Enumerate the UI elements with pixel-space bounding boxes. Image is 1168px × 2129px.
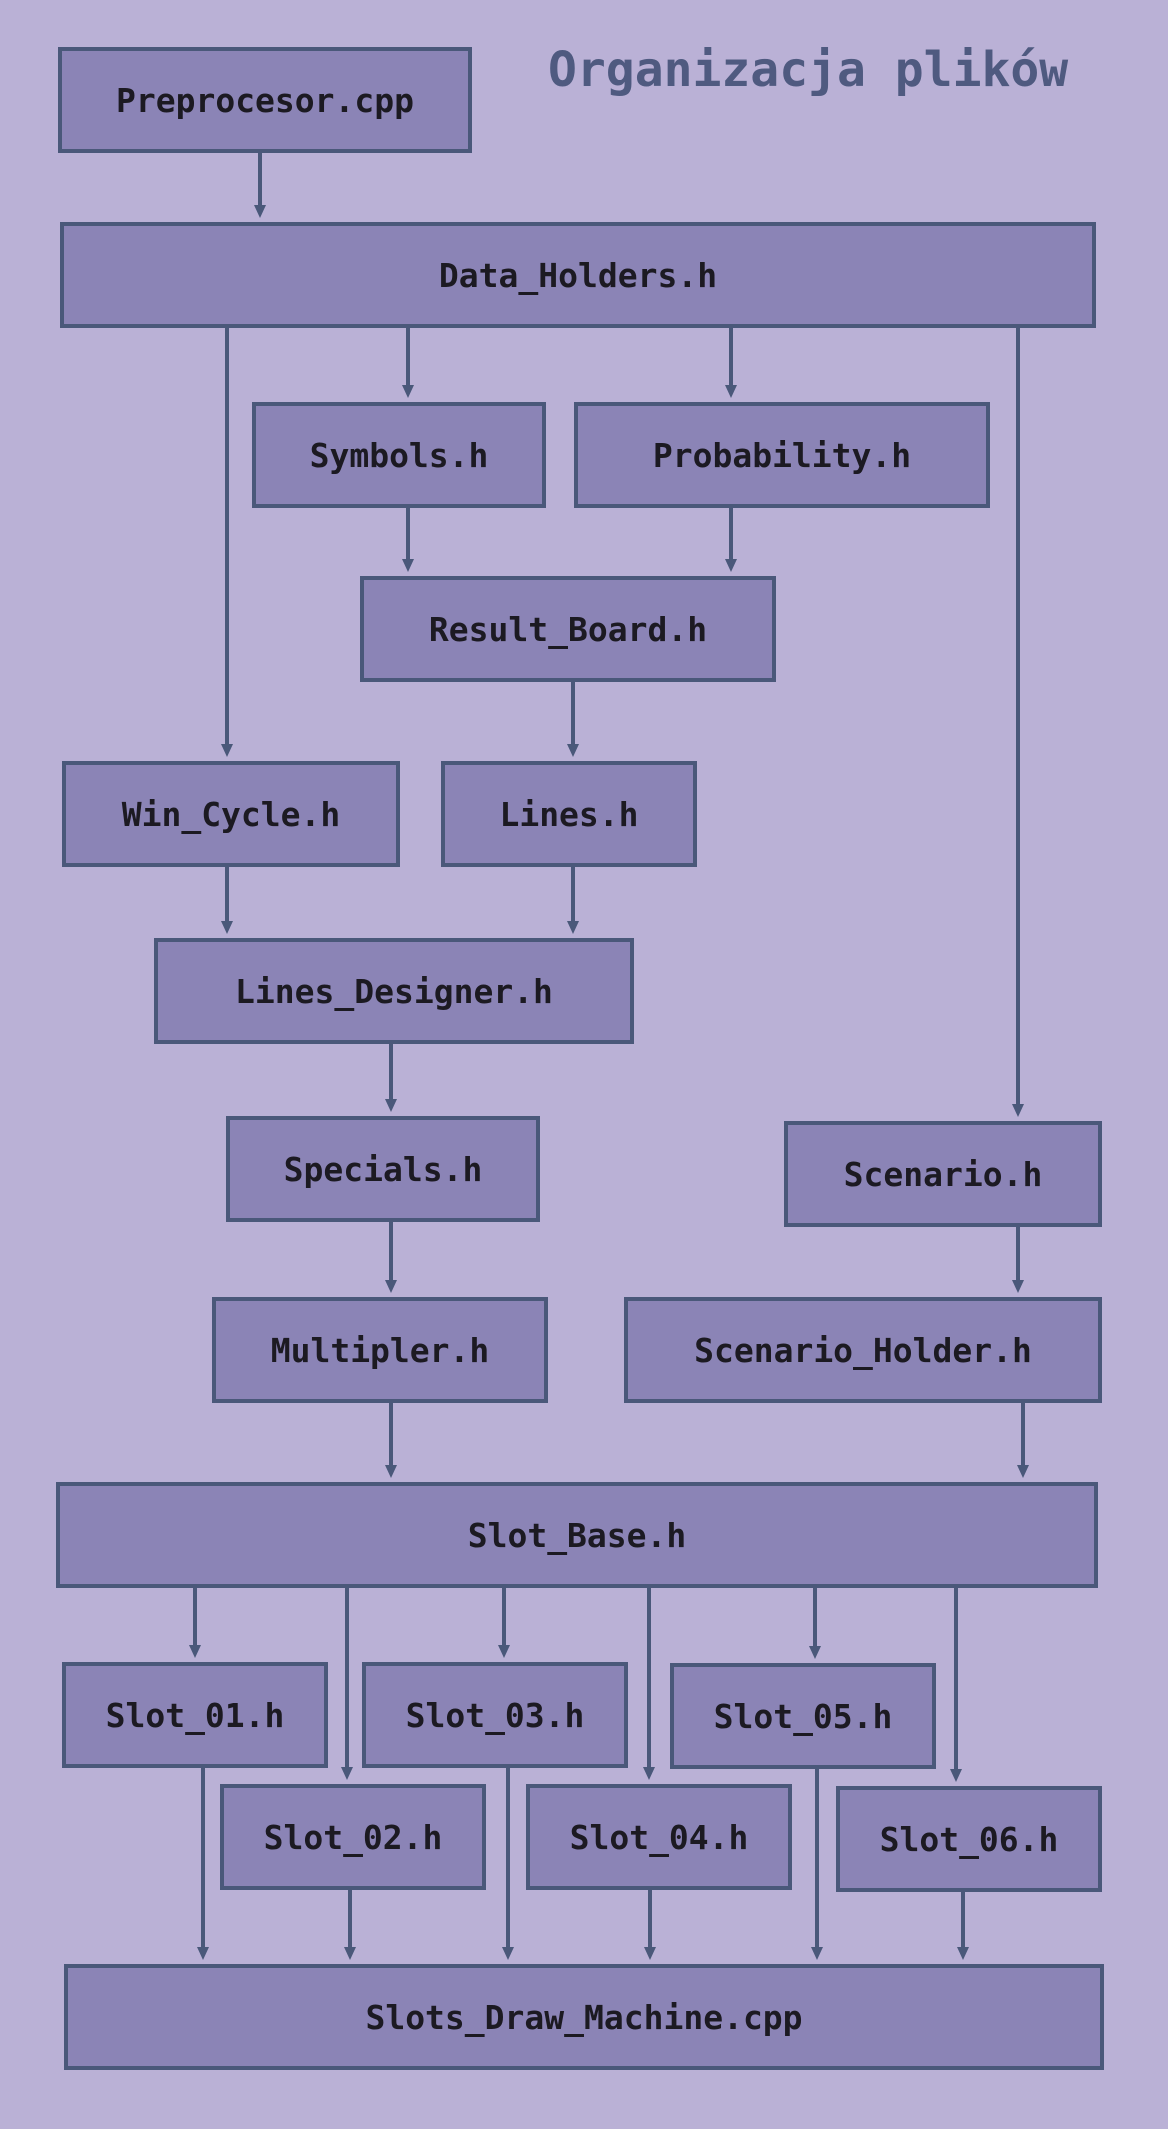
arrowhead-slot_01-to-slots_draw_machine [197, 1947, 209, 1960]
arrowhead-specials-to-multipler [385, 1280, 397, 1293]
arrowhead-data_holders-to-probability [725, 385, 737, 398]
node-specials: Specials.h [226, 1116, 540, 1222]
node-lines: Lines.h [441, 761, 697, 867]
arrowhead-slot_02-to-slots_draw_machine [344, 1947, 356, 1960]
arrowhead-slot_05-to-slots_draw_machine [811, 1947, 823, 1960]
node-slots-draw-machine: Slots_Draw_Machine.cpp [64, 1964, 1104, 2070]
arrowhead-preprocesor-to-data_holders [254, 205, 266, 218]
arrowhead-slot_base-to-slot_05 [809, 1646, 821, 1659]
node-preprocesor: Preprocesor.cpp [58, 47, 472, 153]
node-win-cycle: Win_Cycle.h [62, 761, 400, 867]
node-data-holders: Data_Holders.h [60, 222, 1096, 328]
arrowhead-slot_base-to-slot_06 [950, 1769, 962, 1782]
node-slot-02: Slot_02.h [220, 1784, 486, 1890]
arrowhead-lines-to-lines_designer [567, 921, 579, 934]
arrowhead-scenario-to-scenario_holder [1012, 1280, 1024, 1293]
diagram-title: Organizacja plików [548, 42, 1069, 98]
arrowhead-lines_designer-to-specials [385, 1099, 397, 1112]
arrowhead-slot_base-to-slot_04 [643, 1767, 655, 1780]
node-symbols: Symbols.h [252, 402, 546, 508]
arrowhead-slot_03-to-slots_draw_machine [502, 1947, 514, 1960]
node-probability: Probability.h [574, 402, 990, 508]
node-slot-base: Slot_Base.h [56, 1482, 1098, 1588]
arrowhead-data_holders-to-win_cycle [221, 744, 233, 757]
node-slot-03: Slot_03.h [362, 1662, 628, 1768]
arrowhead-symbols-to-result_board [402, 559, 414, 572]
node-result-board: Result_Board.h [360, 576, 776, 682]
arrowhead-slot_base-to-slot_02 [341, 1767, 353, 1780]
node-slot-04: Slot_04.h [526, 1784, 792, 1890]
node-slot-06: Slot_06.h [836, 1786, 1102, 1892]
arrowhead-multipler-to-slot_base [385, 1465, 397, 1478]
node-slot-05: Slot_05.h [670, 1663, 936, 1769]
arrowhead-probability-to-result_board [725, 559, 737, 572]
arrowhead-win_cycle-to-lines_designer [221, 921, 233, 934]
arrowhead-slot_04-to-slots_draw_machine [644, 1947, 656, 1960]
node-lines-designer: Lines_Designer.h [154, 938, 634, 1044]
arrowhead-slot_base-to-slot_01 [189, 1645, 201, 1658]
arrowhead-slot_06-to-slots_draw_machine [957, 1947, 969, 1960]
arrowhead-data_holders-to-symbols [402, 385, 414, 398]
node-scenario: Scenario.h [784, 1121, 1102, 1227]
arrowhead-result_board-to-lines [567, 744, 579, 757]
node-scenario-holder: Scenario_Holder.h [624, 1297, 1102, 1403]
arrowhead-slot_base-to-slot_03 [498, 1645, 510, 1658]
arrowhead-data_holders-to-scenario [1012, 1104, 1024, 1117]
arrowhead-scenario_holder-to-slot_base [1017, 1465, 1029, 1478]
node-multipler: Multipler.h [212, 1297, 548, 1403]
node-slot-01: Slot_01.h [62, 1662, 328, 1768]
